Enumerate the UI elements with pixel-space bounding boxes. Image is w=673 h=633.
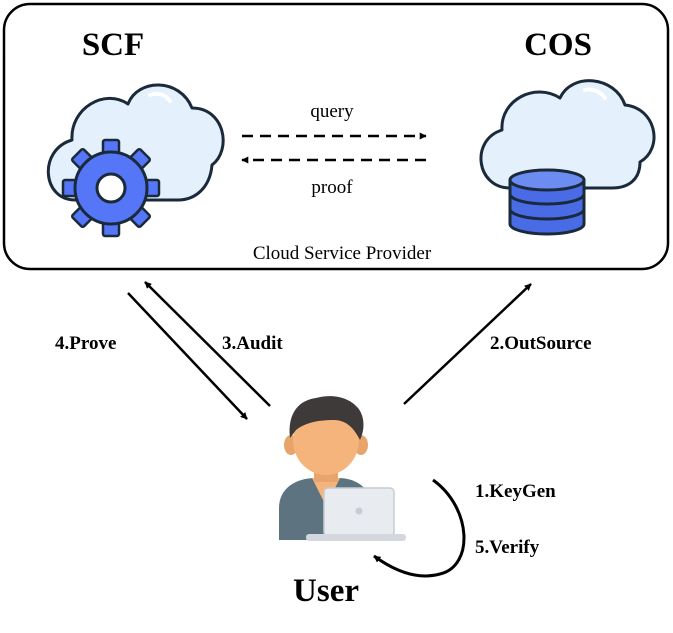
cos-title: COS — [524, 27, 592, 63]
prove-arrow — [127, 292, 248, 420]
audit-arrow — [144, 281, 271, 407]
step-keygen-label: 1.KeyGen — [475, 481, 556, 502]
scf-title: SCF — [82, 27, 144, 63]
database-icon — [508, 168, 586, 236]
cloud-gear-icon — [46, 83, 225, 238]
provider-label: Cloud Service Provider — [253, 243, 432, 264]
outsource-arrow — [403, 283, 532, 405]
user-laptop-icon — [279, 396, 406, 541]
query-label: query — [310, 101, 354, 122]
keygen-verify-arrow — [373, 478, 466, 578]
step-audit-label: 3.Audit — [222, 333, 283, 354]
user-label: User — [293, 573, 359, 609]
step-outsource-label: 2.OutSource — [490, 333, 592, 354]
cloud-database-icon — [479, 79, 656, 236]
step-prove-label: 4.Prove — [55, 333, 116, 354]
step-verify-label: 5.Verify — [475, 537, 540, 558]
gear-icon — [61, 138, 161, 238]
proof-label: proof — [311, 177, 353, 198]
